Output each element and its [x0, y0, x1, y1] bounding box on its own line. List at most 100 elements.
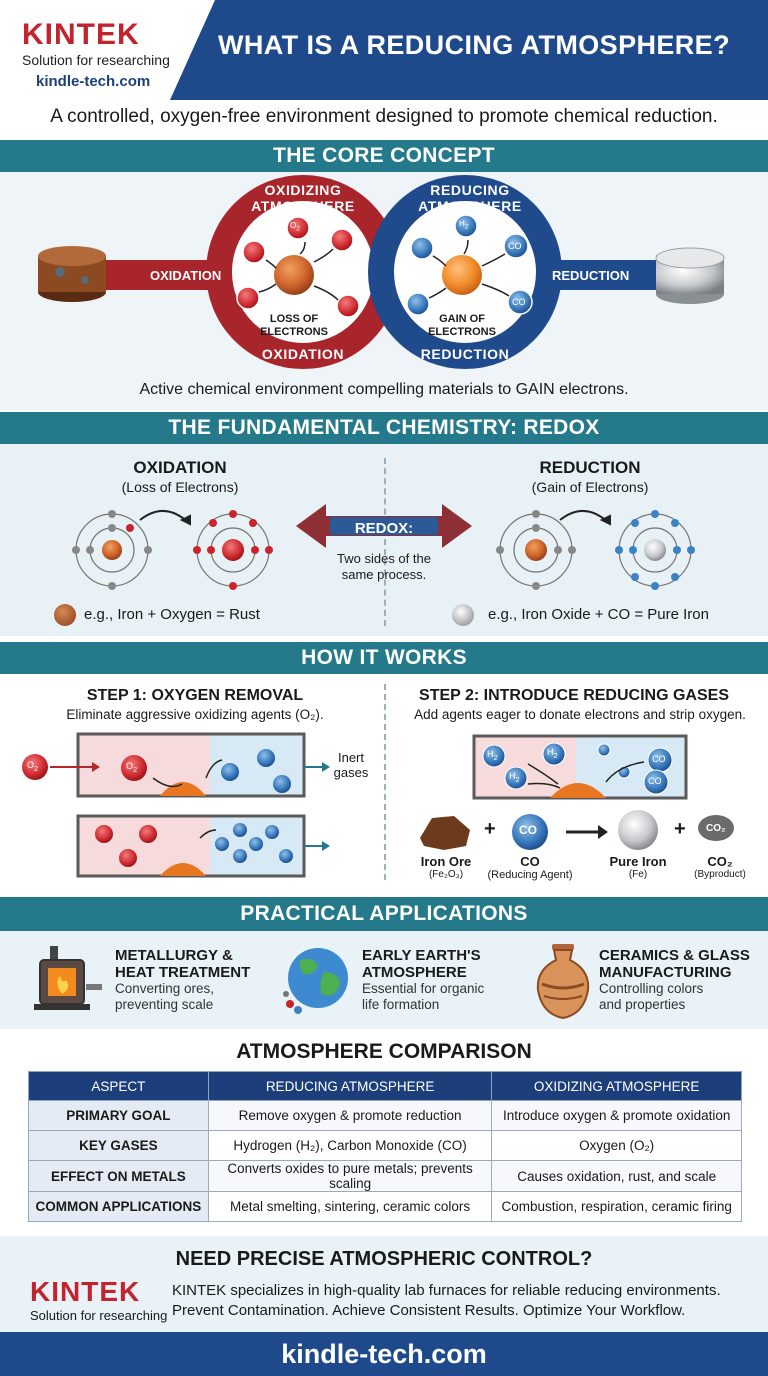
- h2-molecule: [406, 292, 430, 316]
- iron-nucleus: [102, 540, 122, 560]
- footer-link[interactable]: kindle-tech.com: [0, 1332, 768, 1376]
- oxygen-nucleus: [222, 539, 244, 561]
- table-row: PRIMARY GOAL Remove oxygen & promote red…: [28, 1100, 742, 1131]
- step1-title: STEP 1: OXYGEN REMOVAL: [86, 687, 304, 704]
- iron-ore-rock: [420, 816, 470, 850]
- o2-label: O2: [290, 221, 300, 233]
- applications-heading: PRACTICAL APPLICATIONS: [0, 897, 768, 931]
- redox-center-desc: Two sides of the same process.: [314, 551, 454, 583]
- core-concept-diagram: [38, 175, 725, 369]
- app-title: EARLY EARTH'S: [362, 947, 481, 964]
- co-ball-label: CO: [519, 823, 537, 837]
- reduction-subtitle: (Gain of Electrons): [531, 479, 649, 495]
- o2-molecule: [236, 286, 260, 310]
- step2-title: STEP 2: INTRODUCE REDUCING GASES: [419, 687, 729, 704]
- table-row: EFFECT ON METALS Converts oxides to pure…: [28, 1160, 742, 1192]
- how-divider: [384, 684, 386, 880]
- pure-iron-formula: (Fe): [628, 869, 648, 880]
- brand-tagline: Solution for researching: [22, 52, 170, 68]
- co2-caption: CO₂ (Byproduct): [680, 854, 760, 880]
- pure-iron-icon: [452, 604, 474, 626]
- row-header: KEY GASES: [28, 1130, 209, 1161]
- pure-iron-label: Pure Iron: [609, 854, 667, 869]
- table-cell: Causes oxidation, rust, and scale: [491, 1160, 742, 1192]
- h2-molecule: [410, 236, 434, 260]
- h2-subscript: 2: [464, 223, 469, 231]
- row-header: COMMON APPLICATIONS: [28, 1191, 209, 1222]
- app-title: ATMOSPHERE: [362, 964, 467, 981]
- o2-subscript: 2: [296, 225, 300, 233]
- co-label: CO: [512, 297, 526, 307]
- inert-gases-label: Inert gases: [326, 750, 376, 780]
- comparison-table: ASPECT REDUCING ATMOSPHERE OXIDIZING ATM…: [28, 1071, 742, 1222]
- redox-desc-line: same process.: [341, 567, 427, 582]
- core-concept-heading: THE CORE CONCEPT: [0, 140, 768, 172]
- h2-letter: H: [509, 771, 516, 781]
- o2-letter: O: [126, 761, 134, 771]
- table-cell: Metal smelting, sintering, ceramic color…: [207, 1191, 493, 1222]
- cta-heading: NEED PRECISE ATMOSPHERIC CONTROL?: [175, 1248, 593, 1270]
- row-header: EFFECT ON METALS: [28, 1160, 209, 1192]
- brand-logo: KINTEK: [22, 18, 140, 51]
- co-molecule: [507, 289, 533, 315]
- brand-site-link[interactable]: kindle-tech.com: [36, 73, 151, 90]
- co2-label: CO₂: [707, 854, 733, 869]
- redox-atoms-diagram: [72, 504, 695, 590]
- table-cell: Converts oxides to pure metals; prevents…: [207, 1160, 493, 1192]
- app-desc: and properties: [599, 997, 686, 1012]
- h2-label: H2: [487, 749, 498, 762]
- application-metallurgy: METALLURGY & HEAT TREATMENT Converting o…: [115, 947, 250, 1013]
- co-label: CO: [520, 854, 540, 869]
- co2-molecule: [698, 815, 734, 841]
- app-desc: Controlling colors: [599, 981, 704, 996]
- metal-losing-electrons: [274, 255, 314, 295]
- app-desc: life formation: [362, 997, 440, 1012]
- header: KINTEK Solution for researching kindle-t…: [0, 0, 768, 100]
- pure-metal-icon: [655, 247, 725, 304]
- h2-subscript: 2: [553, 750, 558, 760]
- gain-of-label: GAIN OF: [439, 313, 485, 325]
- o2-letter: O: [290, 221, 297, 230]
- metal-gaining-electrons: [442, 255, 482, 295]
- core-concept-caption: Active chemical environment compelling m…: [139, 381, 629, 398]
- oxidation-arrow-label: OXIDATION: [150, 268, 222, 283]
- co2-sub-label: (Byproduct): [694, 869, 746, 880]
- furnace-icon: [34, 946, 102, 1010]
- redox-divider: [384, 458, 386, 626]
- pure-iron-caption: Pure Iron (Fe): [600, 854, 676, 880]
- redox-desc-line: Two sides of the: [337, 551, 431, 566]
- h2-label: H2: [547, 747, 558, 760]
- oxidation-ring-bottom-label: OXIDATION: [261, 346, 345, 362]
- table-row: COMMON APPLICATIONS Metal smelting, sint…: [28, 1191, 742, 1222]
- loss-of-electrons-label: LOSS OF ELECTRONS: [254, 313, 334, 339]
- table-row: KEY GASES Hydrogen (H₂), Carbon Monoxide…: [28, 1130, 742, 1161]
- h2-label: H2: [509, 771, 520, 784]
- o2-letter: O: [27, 760, 35, 770]
- app-desc: Essential for organic: [362, 981, 485, 996]
- reduction-arrow-label: REDUCTION: [552, 268, 630, 283]
- co-label: CO: [508, 241, 522, 251]
- iron-ore-caption: Iron Ore (Fe₂O₃): [406, 854, 486, 880]
- cta-line-1: KINTEK specializes in high-quality lab f…: [172, 1282, 721, 1299]
- o2-molecule: [286, 216, 310, 240]
- oxidation-example: e.g., Iron + Oxygen = Rust: [84, 606, 260, 623]
- pure-iron-nucleus: [644, 539, 666, 561]
- co-caption: CO (Reducing Agent): [478, 854, 582, 881]
- inert-label: Inert: [337, 750, 364, 765]
- redox-heading: THE FUNDAMENTAL CHEMISTRY: REDOX: [0, 412, 768, 444]
- iron-ore-formula: (Fe₂O₃): [428, 869, 464, 880]
- row-header: PRIMARY GOAL: [28, 1100, 209, 1131]
- vase-icon: [536, 944, 590, 1020]
- gain-of-electrons-label: GAIN OF ELECTRONS: [422, 313, 502, 339]
- app-title: METALLURGY &: [115, 947, 233, 964]
- co2-ball-label: CO₂: [706, 823, 726, 834]
- cta-section: [0, 1236, 768, 1332]
- o2-molecule: [242, 240, 266, 264]
- column-header: REDUCING ATMOSPHERE: [207, 1071, 493, 1101]
- rusty-metal-icon: [38, 246, 106, 302]
- co-sub-label: (Reducing Agent): [487, 869, 573, 881]
- table-cell: Combustion, respiration, ceramic firing: [491, 1191, 742, 1222]
- rust-icon: [54, 604, 76, 626]
- pure-iron-ball: [618, 810, 658, 850]
- how-it-works-heading: HOW IT WORKS: [0, 642, 768, 674]
